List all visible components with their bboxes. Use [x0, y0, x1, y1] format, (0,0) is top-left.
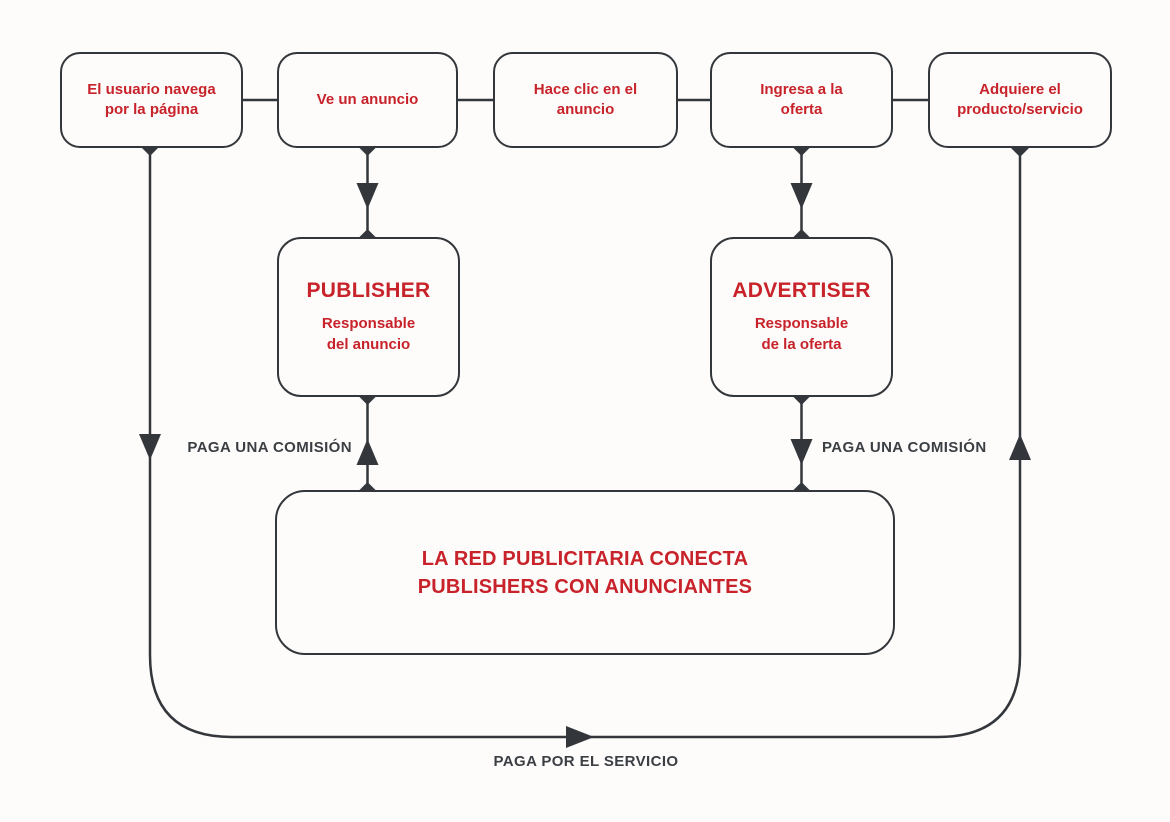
arrowhead-down-commission-right — [790, 439, 813, 465]
commission-label-right: PAGA UNA COMISIÓN — [822, 439, 987, 456]
commission-label-left: PAGA UNA COMISIÓN — [187, 439, 352, 456]
flow-step-label: Ingresa a la oferta — [760, 80, 843, 118]
arrowhead-down-publisher — [356, 183, 379, 209]
arrowhead-down-user-loop — [139, 434, 161, 460]
flow-step-purchases: Adquiere el producto/servicio — [928, 52, 1112, 148]
publisher-subtitle: Responsable del anuncio — [321, 315, 416, 353]
service-payment-label: PAGA POR EL SERVICIO — [493, 753, 679, 770]
flow-step-enters-offer: Ingresa a la oferta — [710, 52, 893, 148]
publisher-title: PUBLISHER — [306, 279, 431, 303]
flow-step-label: El usuario navega por la página — [87, 80, 216, 118]
flow-step-label: Ve un anuncio — [316, 90, 419, 108]
flow-step-label: Hace clic en el anuncio — [533, 80, 638, 118]
flow-step-clicks-ad: Hace clic en el anuncio — [493, 52, 678, 148]
flow-step-label: Adquiere el producto/servicio — [957, 80, 1083, 118]
advertiser-box: ADVERTISER Responsable de la oferta — [710, 237, 893, 397]
arrowhead-up-commission-left — [356, 439, 379, 465]
flow-step-sees-ad: Ve un anuncio — [277, 52, 458, 148]
arrowhead-right-service — [566, 726, 594, 748]
ad-network-box: LA RED PUBLICITARIA CONECTA PUBLISHERS C… — [275, 490, 895, 655]
arrowhead-down-advertiser — [790, 183, 813, 209]
publisher-box: PUBLISHER Responsable del anuncio — [277, 237, 460, 397]
advertiser-subtitle: Responsable de la oferta — [754, 315, 849, 353]
advertiser-title: ADVERTISER — [732, 279, 871, 303]
arrowhead-up-purchase-loop — [1009, 434, 1031, 460]
flow-step-user-navigates: El usuario navega por la página — [60, 52, 243, 148]
ad-network-title: LA RED PUBLICITARIA CONECTA PUBLISHERS C… — [417, 547, 753, 598]
